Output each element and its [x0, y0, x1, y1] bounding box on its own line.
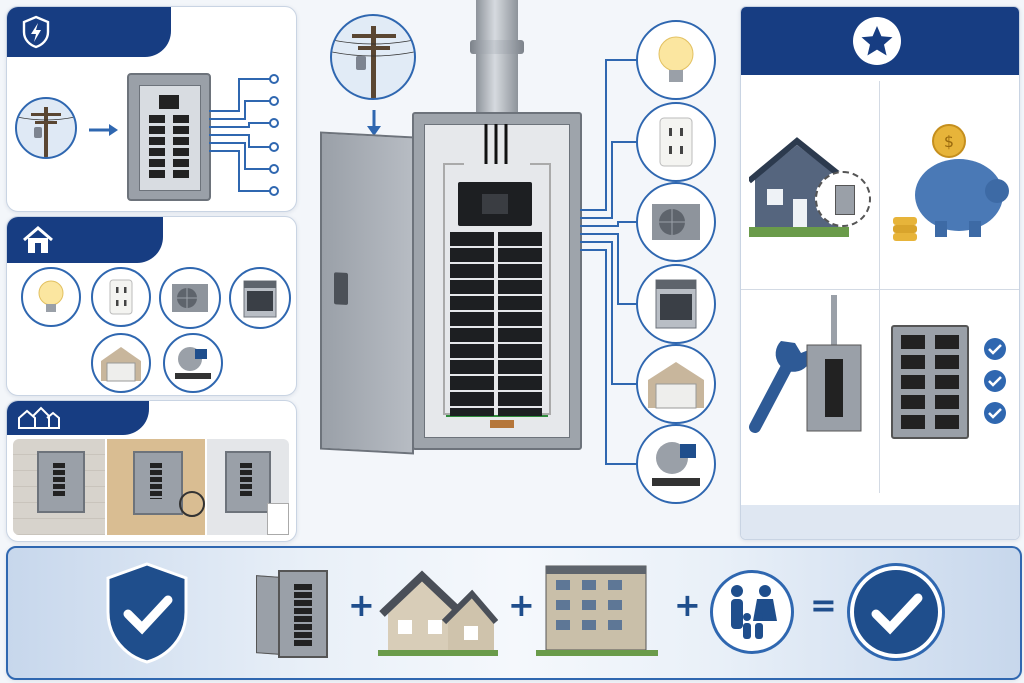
- benefits-card: $: [740, 6, 1020, 540]
- benefits-footer-band: [741, 505, 1019, 539]
- locations-tab: [7, 401, 149, 435]
- plus-operator: +: [508, 586, 535, 624]
- plus-operator: +: [674, 586, 701, 624]
- shield-check-icon: [106, 562, 188, 664]
- check-icon: [984, 402, 1006, 424]
- light-bulb-icon: [21, 267, 81, 327]
- equals-operator: =: [810, 586, 837, 624]
- panel-wiring: [443, 124, 551, 428]
- locations-card: [6, 400, 297, 542]
- circuit-endpoint: [269, 118, 279, 128]
- home-circuits-tab: [7, 217, 163, 263]
- center-connection-lines: [580, 59, 638, 465]
- scene-laundry-room: [207, 439, 289, 535]
- arrow-right-icon: [89, 124, 118, 136]
- home-circuits-card: [6, 216, 297, 396]
- ac-unit-icon: [159, 267, 221, 329]
- power-flow-card: [6, 6, 297, 212]
- garage-icon: [91, 333, 151, 393]
- breaker-column-left: [450, 232, 494, 416]
- outlet-icon: [91, 267, 151, 327]
- conduit-fitting: [470, 40, 524, 54]
- circuit-endpoint: [269, 96, 279, 106]
- oven-icon: [636, 264, 716, 344]
- main-breaker-panel: [412, 112, 582, 450]
- panel-icon: [256, 570, 332, 658]
- single-family-house-icon: [378, 570, 498, 656]
- arrow-down-icon: [367, 110, 381, 136]
- check-icon: [984, 338, 1006, 360]
- svg-text:$: $: [944, 132, 954, 151]
- grid-divider-h: [741, 289, 1019, 290]
- miter-saw-icon: [636, 424, 716, 504]
- outlet-icon: [636, 102, 716, 182]
- ac-unit-icon: [636, 182, 716, 262]
- door-latch[interactable]: [334, 272, 348, 306]
- circuit-endpoint: [269, 186, 279, 196]
- panel-zoom-circle: [815, 171, 871, 227]
- apartment-building-icon: [536, 565, 658, 656]
- plus-operator: +: [348, 586, 375, 624]
- family-icon: [710, 570, 794, 654]
- utility-pole-circle: [330, 14, 416, 100]
- power-flow-tab: [7, 7, 171, 57]
- light-bulb-icon: [636, 20, 716, 100]
- breaker-checklist: [891, 325, 1015, 445]
- panel-interior: [424, 124, 570, 438]
- circuit-endpoint: [269, 74, 279, 84]
- star-icon: [853, 17, 901, 65]
- grid-divider-v: [879, 81, 880, 493]
- oven-icon: [229, 267, 291, 329]
- circuit-endpoint: [269, 142, 279, 152]
- house-icon: [23, 226, 53, 253]
- breaker-column-right: [498, 232, 542, 416]
- circuit-endpoint: [269, 164, 279, 174]
- neighborhood-icon: [18, 406, 60, 429]
- main-breaker[interactable]: [458, 182, 532, 226]
- scene-garage-wall: [107, 439, 205, 535]
- conduit-pipe: [476, 0, 518, 112]
- piggy-bank-illustration: $: [887, 121, 1013, 247]
- check-icon: [984, 370, 1006, 392]
- home-value-illustration: [747, 131, 875, 241]
- miter-saw-icon: [163, 333, 223, 393]
- success-check-icon: [850, 566, 942, 658]
- mini-breaker-panel: [127, 73, 211, 201]
- circuit-lines: [209, 78, 271, 192]
- lightning-shield-icon: [22, 15, 50, 49]
- garage-icon: [636, 344, 716, 424]
- benefits-header: [741, 7, 1019, 75]
- equation-banner: + + + =: [6, 546, 1022, 680]
- utility-pole-icon: [15, 97, 77, 159]
- maintenance-illustration: [745, 295, 875, 441]
- panel-door[interactable]: [320, 131, 414, 455]
- scene-basement-wall: [13, 439, 105, 535]
